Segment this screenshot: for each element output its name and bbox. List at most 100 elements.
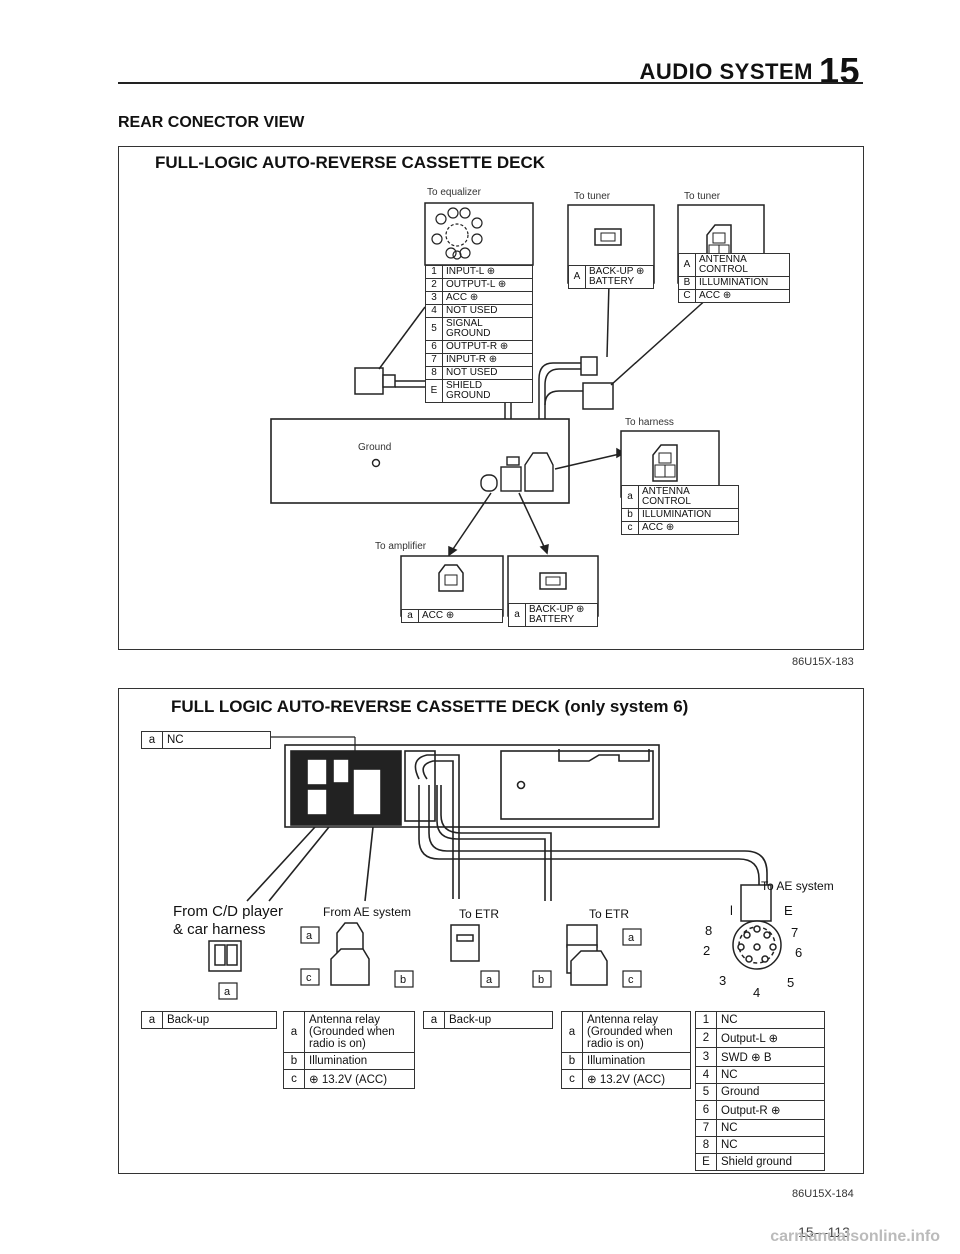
pin-key: E [695, 1153, 717, 1171]
pin-key: b [561, 1052, 583, 1070]
pin-value: BACK-UP ⊕ BATTERY [585, 265, 654, 289]
svg-text:c: c [628, 974, 634, 986]
header-number: 15 [818, 50, 860, 91]
pin-value: Antenna relay (Grounded when radio is on… [304, 1011, 415, 1053]
pin-value: NOT USED [442, 366, 533, 380]
pin-key: a [283, 1011, 305, 1053]
pin-value: Back-up [444, 1011, 553, 1029]
pin-key: C [678, 289, 696, 303]
pin-value: ACC ⊕ [638, 521, 739, 535]
pin-key: A [568, 265, 586, 289]
svg-text:a: a [306, 930, 313, 942]
pin-key: 3 [425, 291, 443, 305]
pin-key: 1 [695, 1011, 717, 1029]
pin-key: c [561, 1069, 583, 1089]
pin-key: a [561, 1011, 583, 1053]
pin-value: NC [716, 1066, 825, 1084]
equalizer-din-icon [431, 207, 483, 260]
pin-key: 5 [695, 1083, 717, 1101]
amp2-plug-icon [539, 572, 567, 590]
pin-value: NC [716, 1011, 825, 1029]
pin-value: BACK-UP ⊕ BATTERY [525, 603, 598, 627]
pin-value: Output-R ⊕ [716, 1100, 825, 1120]
svg-text:b: b [400, 974, 406, 986]
svg-text:2: 2 [703, 943, 710, 958]
pin-key: E [425, 379, 443, 403]
svg-text:l: l [730, 903, 733, 918]
ae-din-connector [732, 884, 782, 970]
diagram1-title: FULL-LOGIC AUTO-REVERSE CASSETTE DECK [155, 153, 546, 172]
header-rule [118, 82, 863, 84]
pin-value: ACC ⊕ [418, 609, 503, 623]
pin-key: A [678, 253, 696, 277]
pin-value: SHIELD GROUND [442, 379, 533, 403]
pin-key: 6 [425, 340, 443, 354]
deck-unit [284, 744, 660, 828]
pin-key: 2 [695, 1028, 717, 1048]
svg-text:7: 7 [791, 925, 798, 940]
label-to-etr-1: To ETR [459, 907, 500, 921]
nc-label-value: NC [162, 731, 271, 749]
pin-key: B [678, 276, 696, 290]
svg-text:b: b [538, 974, 544, 986]
pin-value: Illumination [582, 1052, 691, 1070]
pin-value: Back-up [162, 1011, 277, 1029]
label-to-harness: To harness [625, 417, 674, 428]
tuner1-plug-icon [594, 228, 622, 246]
pin-key: a [401, 609, 419, 623]
diagram1-ref: 86U15X-183 [792, 656, 854, 668]
pin-value: OUTPUT-R ⊕ [442, 340, 533, 354]
svg-text:E: E [784, 903, 793, 918]
svg-text:a: a [628, 932, 635, 944]
label-ground: Ground [358, 442, 392, 453]
pin-value: NOT USED [442, 304, 533, 318]
pin-value: ILLUMINATION [695, 276, 790, 290]
pin-value: ⊕ 13.2V (ACC) [304, 1069, 415, 1089]
page-number: 15—113 [798, 1224, 850, 1240]
pin-key: b [621, 508, 639, 522]
header-title-text: AUDIO SYSTEM [639, 59, 813, 84]
pin-value: ANTENNA CONTROL [638, 485, 739, 509]
label-to-etr-2: To ETR [589, 907, 630, 921]
pin-key: a [508, 603, 526, 627]
pin-key: 4 [425, 304, 443, 318]
pin-value: ACC ⊕ [695, 289, 790, 303]
svg-text:6: 6 [795, 945, 802, 960]
pin-value: Illumination [304, 1052, 415, 1070]
label-from-cd: From C/D player [173, 903, 284, 920]
label-to-tuner-2: To tuner [684, 191, 721, 202]
pin-value: Antenna relay (Grounded when radio is on… [582, 1011, 691, 1053]
pin-key: 2 [425, 278, 443, 292]
pin-value: OUTPUT-L ⊕ [442, 278, 533, 292]
pin-key: a [621, 485, 639, 509]
label-to-amplifier: To amplifier [375, 541, 427, 552]
pin-value: NC [716, 1119, 825, 1137]
svg-text:3: 3 [719, 973, 726, 988]
pin-value: ⊕ 13.2V (ACC) [582, 1069, 691, 1089]
